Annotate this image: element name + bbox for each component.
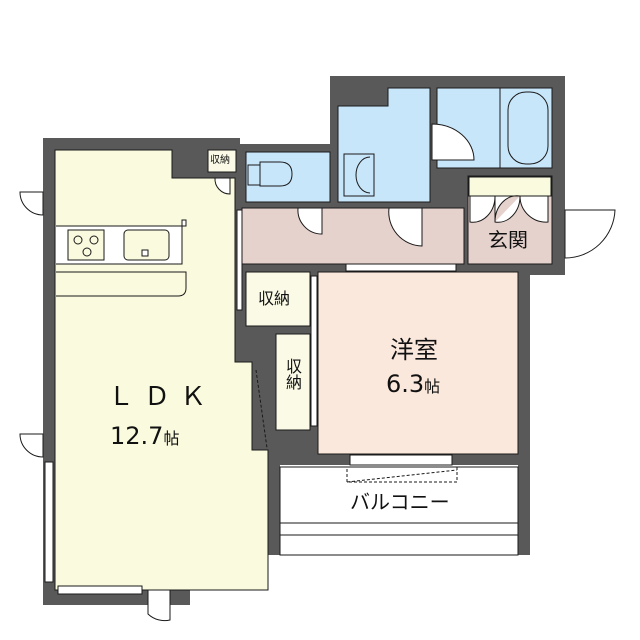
kitchen-counter [56,219,187,297]
ldk-size-unit: 帖 [163,429,180,448]
burner [82,247,92,257]
western-size: 6.3帖 [386,372,440,396]
ldk-size-value: 12.7 [110,422,164,450]
ldk-size: 12.7帖 [110,424,179,448]
bathtub [499,88,549,168]
entrance-label: 玄関 [488,228,528,252]
storage-small [207,149,237,173]
washbasin [343,153,375,197]
room-hallway [241,207,465,265]
storage-small-label: 収納 [210,155,230,166]
toilet-fixture [247,161,293,187]
balcony-window-swing [346,466,458,483]
storage-hall [245,271,311,327]
windows [44,209,457,595]
sink [123,229,170,261]
storage-vertical [275,333,311,431]
western-size-unit: 帖 [424,377,441,396]
doors [19,123,616,622]
ldk-label: ＬＤＫ [108,382,217,412]
burner [73,235,83,245]
western-label: 洋室 [390,336,438,364]
shoe-cabinet [468,176,552,197]
room-western [317,271,519,455]
burner [89,235,99,245]
balcony-label: バルコニー [350,490,450,514]
storage-hall-label: 収納 [258,289,291,308]
storage-vertical-label: 収納 [283,358,302,390]
western-size-value: 6.3 [386,370,425,398]
